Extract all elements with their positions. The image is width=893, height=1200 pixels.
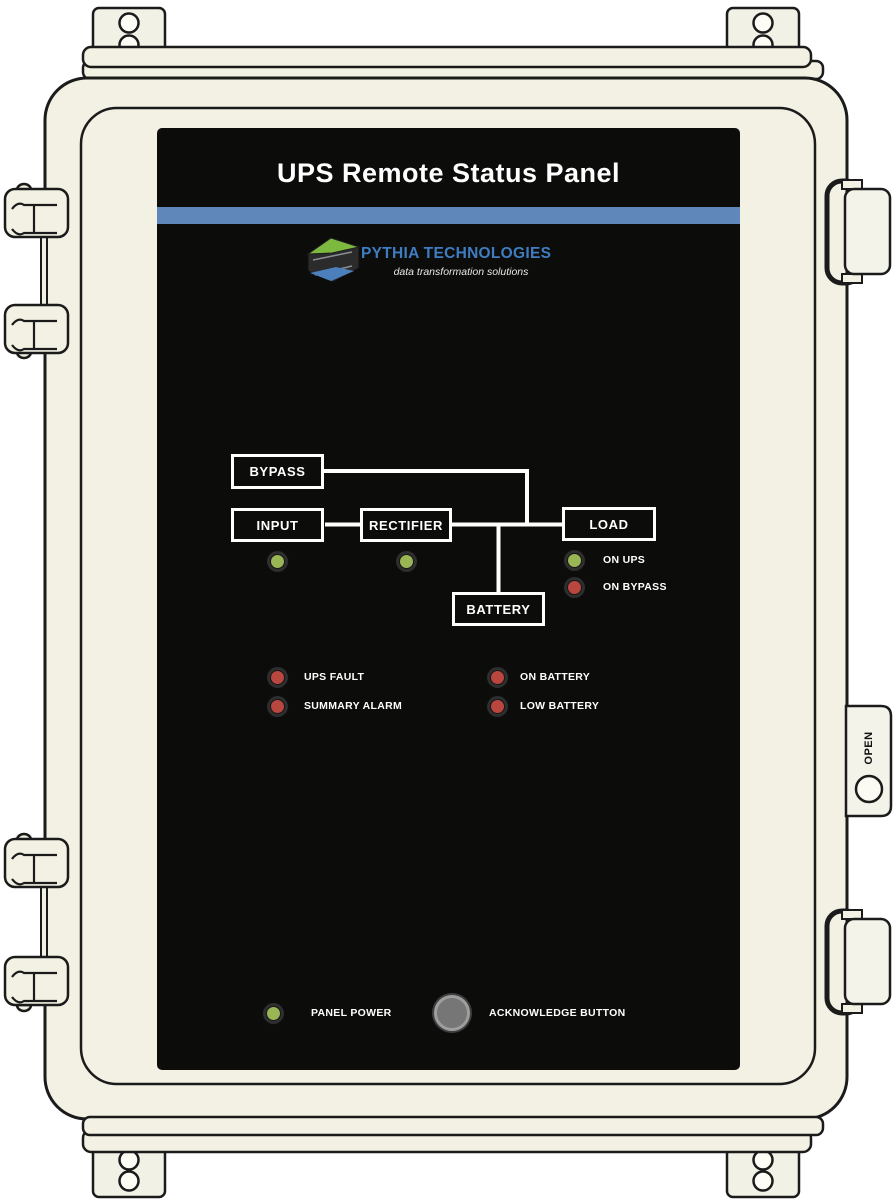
on-bypass-led-core — [567, 580, 582, 595]
brand-name: PYTHIA TECHNOLOGIES — [361, 245, 552, 262]
summary-alarm-led — [266, 695, 289, 718]
on-ups-led-core — [567, 553, 582, 568]
brand-tagline: data transformation solutions — [393, 266, 529, 278]
latch-clamp-top — [824, 178, 892, 286]
on-ups-label: ON UPS — [603, 554, 646, 566]
rectifier-led — [395, 550, 418, 573]
power-flow-lines — [324, 469, 563, 593]
input-led — [266, 550, 289, 573]
ups-fault-led-core — [270, 670, 285, 685]
hinge-bottom — [3, 832, 70, 1013]
door-outline — [79, 106, 817, 1086]
diagram-box-rectifier: RECTIFIER — [360, 508, 452, 542]
rectifier-led-core — [399, 554, 414, 569]
low-battery-led-core — [490, 699, 505, 714]
latch-hole — [854, 774, 884, 804]
top-flange-bar — [81, 45, 813, 69]
diagram-box-battery: BATTERY — [452, 592, 545, 626]
open-latch-label: OPEN — [863, 731, 875, 765]
diagram-box-load: LOAD — [562, 507, 656, 541]
on-bypass-led — [563, 576, 586, 599]
page-title: UPS Remote Status Panel — [276, 158, 621, 188]
open-latch — [844, 704, 893, 818]
panel-power-led-core — [266, 1006, 281, 1021]
bottom-flange-lip — [81, 1115, 825, 1137]
acknowledge-button-label: ACKNOWLEDGE BUTTON — [489, 1007, 626, 1019]
acknowledge-button[interactable] — [434, 995, 470, 1031]
ups-fault-led — [266, 666, 289, 689]
panel-power-label: PANEL POWER — [311, 1007, 392, 1019]
on-bypass-label: ON BYPASS — [603, 581, 667, 593]
hinge-top — [3, 182, 70, 360]
on-ups-led — [563, 549, 586, 572]
ups-fault-label: UPS FAULT — [304, 671, 365, 683]
mounting-bracket-bottom-right — [725, 1141, 801, 1199]
brand-logo-icon — [306, 237, 361, 283]
low-battery-label: LOW BATTERY — [520, 700, 600, 712]
diagram-box-bypass: BYPASS — [231, 454, 324, 489]
front-label-panel — [157, 128, 740, 1070]
input-led-core — [270, 554, 285, 569]
on-battery-label: ON BATTERY — [520, 671, 591, 683]
latch-clamp-bottom — [824, 908, 892, 1016]
on-battery-led-core — [490, 670, 505, 685]
summary-alarm-label: SUMMARY ALARM — [304, 700, 403, 712]
summary-alarm-led-core — [270, 699, 285, 714]
panel-power-led — [262, 1002, 285, 1025]
header-accent-bar — [157, 207, 740, 224]
on-battery-led — [486, 666, 509, 689]
diagram-box-input: INPUT — [231, 508, 324, 542]
low-battery-led — [486, 695, 509, 718]
